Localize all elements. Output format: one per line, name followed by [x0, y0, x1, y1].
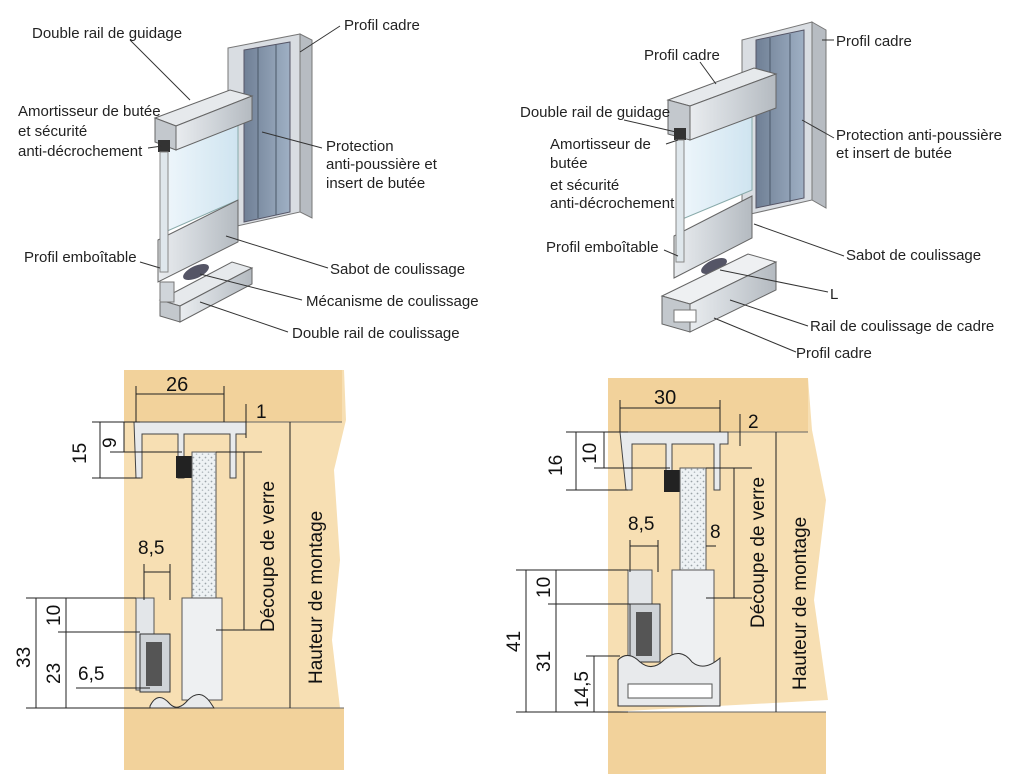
label-amortisseur-right-2: butée [550, 155, 588, 172]
label-double-rail-guidage-right: Double rail de guidage [520, 104, 670, 121]
label-sabot-right: Sabot de coulissage [846, 247, 981, 264]
label-decoupe-right: Découpe de verre [748, 477, 769, 628]
label-double-rail-guidage-left: Double rail de guidage [32, 25, 182, 42]
label-protection-right-1: Protection anti-poussière [836, 127, 1002, 144]
label-amortisseur-right-3: et sécurité [550, 177, 619, 194]
label-sabot-left: Sabot de coulissage [330, 261, 465, 278]
top-left-leaders [129, 25, 341, 333]
dim-41: 41 [504, 631, 525, 652]
label-profil-cadre-right-bottom: Profil cadre [796, 345, 872, 362]
label-amortisseur-left-1: Amortisseur de butée [18, 103, 161, 120]
dim-33: 33 [14, 647, 35, 668]
dim-8-right: 8 [710, 522, 721, 543]
label-rail-cadre-right: Rail de coulissage de cadre [810, 318, 994, 335]
dim-10-right-bottom: 10 [534, 577, 555, 598]
label-double-rail-coulissage-left: Double rail de coulissage [292, 325, 460, 342]
label-amortisseur-right-1: Amortisseur de [550, 136, 651, 153]
dim-16: 16 [546, 455, 567, 476]
dim-14-5: 14,5 [572, 671, 593, 708]
label-amortisseur-right-4: anti-décrochement [550, 195, 675, 212]
top-left-illustration [153, 33, 313, 323]
dim-26: 26 [166, 374, 188, 396]
bottom-right-dimensions [516, 400, 777, 713]
dim-8-5-left: 8,5 [138, 538, 164, 559]
label-profil-cadre-right-side: Profil cadre [836, 33, 912, 50]
label-protection-left-1: Protection [326, 138, 394, 155]
dim-1: 1 [256, 402, 267, 423]
label-protection-right-2: et insert de butée [836, 145, 952, 162]
label-profil-cadre-right-top: Profil cadre [644, 47, 720, 64]
label-l-right: L [830, 286, 838, 303]
dim-2: 2 [748, 412, 759, 433]
dim-30: 30 [654, 387, 676, 409]
label-hauteur-left: Hauteur de montage [306, 511, 327, 684]
label-profil-cadre-left: Profil cadre [344, 17, 420, 34]
bottom-left-dimensions [26, 386, 291, 709]
label-hauteur-right: Hauteur de montage [790, 517, 811, 690]
top-right-illustration [660, 21, 827, 333]
bottom-right-section [608, 378, 828, 774]
label-decoupe-left: Découpe de verre [258, 481, 279, 632]
dim-15: 15 [70, 443, 91, 464]
dim-31: 31 [534, 651, 555, 672]
dim-10-left: 10 [44, 605, 65, 626]
dim-9-left: 9 [100, 437, 121, 448]
dim-10-right-top: 10 [580, 443, 601, 464]
label-profil-emboitable-left: Profil emboîtable [24, 249, 137, 266]
dim-23: 23 [44, 663, 65, 684]
label-protection-left-3: insert de butée [326, 175, 425, 192]
label-amortisseur-left-2: et sécurité [18, 123, 87, 140]
dim-8-5-right: 8,5 [628, 514, 654, 535]
label-profil-emboitable-right: Profil emboîtable [546, 239, 659, 256]
label-amortisseur-left-3: anti-décrochement [18, 143, 143, 160]
top-right-leaders [623, 39, 845, 353]
dim-6-5: 6,5 [78, 664, 104, 685]
label-protection-left-2: anti-poussière et [326, 156, 438, 173]
label-mecanisme-left: Mécanisme de coulissage [306, 293, 479, 310]
